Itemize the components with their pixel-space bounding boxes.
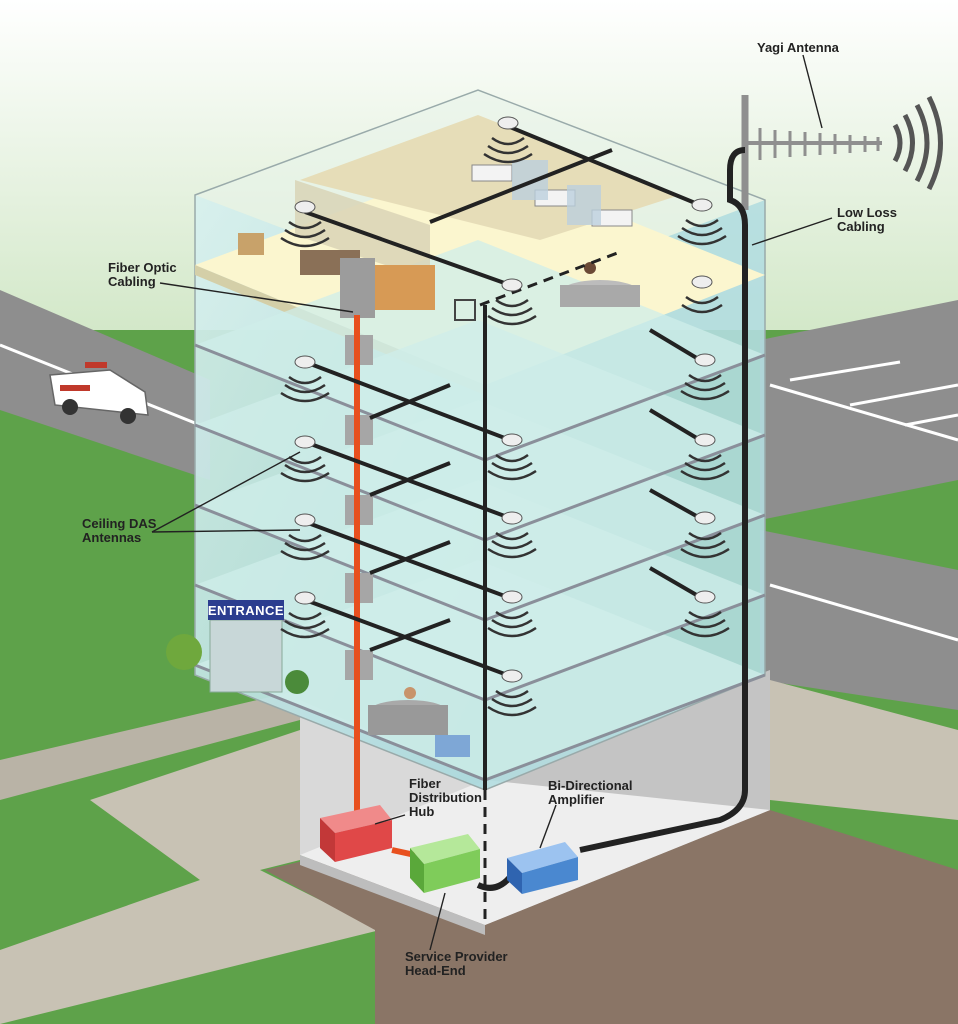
bi-directional-amplifier-box: [507, 842, 578, 894]
top-floor-dashed-line: [479, 250, 621, 307]
ceiling-antenna-icon: [280, 355, 330, 403]
parking-line-2: [849, 383, 958, 407]
label-ceiling-das-line2: Antennas: [82, 530, 141, 545]
label-low-loss-line2: Cabling: [837, 219, 885, 234]
fiber-distribution-hub-box: [320, 805, 392, 862]
parking-line-4: [904, 413, 958, 427]
callout-lines: [151, 54, 833, 951]
ceiling-antenna-icon: [681, 275, 723, 314]
ceiling-antenna-icon: [280, 200, 330, 248]
entrance-sign: ENTRANCE: [208, 600, 284, 620]
lobby-chairs: [435, 735, 470, 757]
file-cabinets: [375, 265, 435, 310]
receptionist-figure: [404, 687, 416, 699]
parking-line-3: [769, 383, 958, 442]
ceiling-antenna-icon: [487, 669, 537, 717]
label-amp-line1: Bi-Directional: [548, 778, 633, 793]
service-provider-head-end-box: [410, 834, 480, 893]
ceiling-antenna-icon: [487, 433, 537, 481]
signal-waves-icon: [892, 95, 943, 191]
label-ceiling-das-line1: Ceiling DAS: [82, 516, 157, 531]
office-wall: [295, 180, 430, 280]
sidewalk-right: [770, 680, 958, 820]
label-fiber-optic-line1: Fiber Optic: [108, 260, 177, 275]
ambulance: [49, 362, 149, 424]
privacy-curtain-2: [567, 185, 601, 225]
ceiling-antenna-icon: [280, 435, 330, 483]
ceiling-antenna-icon: [677, 198, 727, 246]
ceiling-antenna-icon: [280, 513, 330, 561]
ceiling-antenna-icon: [680, 433, 730, 481]
das-cabling: [299, 123, 702, 790]
ceiling-antenna-icon: [487, 278, 537, 326]
ceiling-antenna-icon: [280, 591, 330, 639]
label-yagi-antenna: Yagi Antenna: [757, 40, 840, 55]
road-right-stripe: [769, 583, 958, 642]
label-hub-line3: Hub: [409, 804, 434, 819]
low-loss-cable: [579, 147, 748, 853]
boxes: [238, 233, 264, 255]
entrance-doors: [209, 619, 283, 693]
label-head-end-line1: Service Provider: [405, 949, 508, 964]
label-low-loss-line1: Low Loss: [837, 205, 897, 220]
label-head-end-line2: Head-End: [405, 963, 466, 978]
lobby-desk-base: [368, 705, 448, 735]
ceiling-antenna-icon: [680, 590, 730, 638]
ceiling-antenna-icon: [487, 511, 537, 559]
sidewalk-bottom: [0, 730, 380, 1024]
label-fiber-optic-line2: Cabling: [108, 274, 156, 289]
label-amp-line2: Amplifier: [548, 792, 604, 807]
sidewalk-left: [0, 690, 300, 800]
ceiling-das-antennas: [280, 116, 730, 717]
road-right: [760, 530, 958, 710]
parking-line-1: [789, 360, 901, 382]
bed-1: [471, 164, 513, 182]
potted-plant-lobby: [285, 670, 309, 694]
riser-top: [340, 258, 375, 318]
wheelchair: [454, 299, 476, 321]
nurse-figure: [584, 262, 596, 274]
outdoor-shrub: [166, 634, 202, 670]
label-hub-line1: Fiber: [409, 776, 441, 791]
label-hub-line2: Distribution: [409, 790, 482, 805]
nurse-station-base: [560, 285, 640, 307]
ceiling-antenna-icon: [680, 353, 730, 401]
yagi-elements: [758, 128, 880, 160]
ceiling-antenna-icon: [483, 116, 533, 164]
entrance-sign-text: ENTRANCE: [208, 603, 284, 618]
privacy-curtain: [512, 160, 548, 200]
lobby-floor: [195, 560, 765, 780]
ceiling-antenna-icon: [680, 511, 730, 559]
ceiling-antenna-icon: [487, 590, 537, 638]
